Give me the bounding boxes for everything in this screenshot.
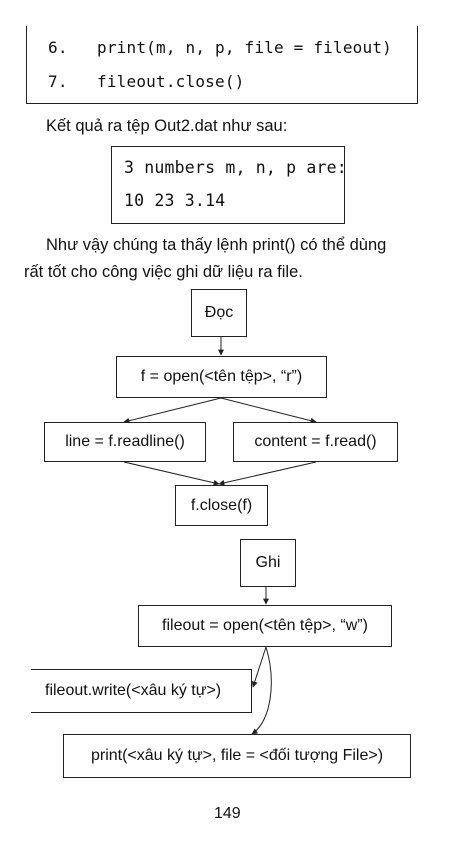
node-read-start: Đọc <box>191 289 247 337</box>
node-write-open: fileout = open(<tên tệp>, “w”) <box>138 605 392 647</box>
node-label: f.close(f) <box>190 496 253 514</box>
node-write: fileout.write(<xâu ký tự>) <box>31 669 252 713</box>
node-label: fileout = open(<tên tệp>, “w”) <box>162 617 368 634</box>
node-write-start: Ghi <box>240 539 296 587</box>
node-read-close: f.close(f) <box>175 485 268 526</box>
arrow-open-to-print <box>251 646 272 735</box>
code-line: fileout.close() <box>97 72 245 91</box>
node-read-open: f = open(<tên tệp>, “r”) <box>116 356 327 398</box>
output-block <box>111 146 345 224</box>
arrow-open-to-read <box>220 397 317 424</box>
code-block <box>26 26 418 104</box>
node-read: content = f.read() <box>233 422 398 462</box>
output-line: 10 23 3.14 <box>124 191 226 210</box>
paragraph-line: Như vậy chúng ta thấy lệnh print() có th… <box>46 236 387 254</box>
code-line-number: 7. <box>48 72 68 91</box>
node-label: line = f.readline() <box>65 433 185 450</box>
arrow-readline-to-close <box>123 461 220 486</box>
code-line-number: 6. <box>48 38 68 57</box>
page-number: 149 <box>214 805 241 822</box>
node-readline: line = f.readline() <box>44 422 206 462</box>
node-label: fileout.write(<xâu ký tự>) <box>45 682 222 699</box>
node-label: Ghi <box>255 554 281 571</box>
output-line: 3 numbers m, n, p are: <box>124 158 347 177</box>
node-label: content = f.read() <box>254 433 377 450</box>
arrow-open-to-write <box>251 646 267 688</box>
code-line: print(m, n, p, file = fileout) <box>97 38 392 57</box>
node-label: print(<xâu ký tự>, file = <đối tượng Fil… <box>90 747 384 764</box>
arrow-open-to-readline <box>123 397 222 424</box>
node-label: Đọc <box>204 304 234 321</box>
paragraph-line: rất tốt cho công việc ghi dữ liệu ra fil… <box>24 263 303 281</box>
arrow-read-to-close <box>218 461 317 486</box>
result-intro-text: Kết quả ra tệp Out2.dat như sau: <box>46 117 288 135</box>
node-label: f = open(<tên tệp>, “r”) <box>140 368 303 385</box>
node-print: print(<xâu ký tự>, file = <đối tượng Fil… <box>63 734 411 778</box>
